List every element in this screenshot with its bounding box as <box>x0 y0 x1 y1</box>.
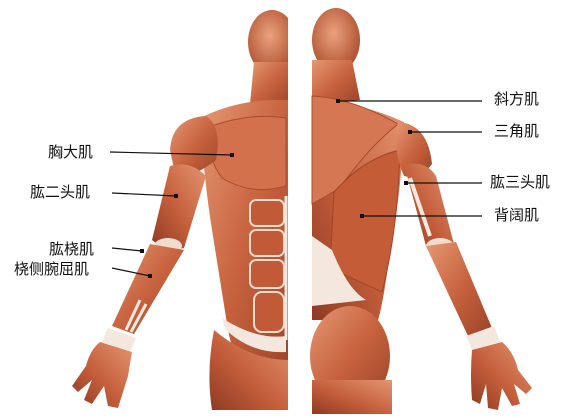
label-trapezius: 斜方肌 <box>494 92 539 107</box>
front-neck <box>250 62 292 104</box>
front-hand <box>72 342 132 408</box>
label-triceps: 肱三头肌 <box>490 175 550 190</box>
back-forearm <box>426 242 492 336</box>
label-brachioradialis: 肱桡肌 <box>49 242 94 257</box>
front-view-figure <box>72 10 296 410</box>
front-abs <box>250 200 284 332</box>
label-latissimus-dorsi: 背阔肌 <box>494 208 539 223</box>
label-biceps: 肱二头肌 <box>30 185 90 200</box>
label-deltoid: 三角肌 <box>494 124 539 139</box>
leader-brachioradialis <box>112 248 142 251</box>
front-upper-arm <box>152 164 206 249</box>
label-flexor-carpi-radialis: 桡侧腕屈肌 <box>14 262 89 277</box>
front-forearm <box>112 244 184 334</box>
label-pectoralis-major: 胸大肌 <box>48 145 93 160</box>
back-hand <box>471 342 532 410</box>
